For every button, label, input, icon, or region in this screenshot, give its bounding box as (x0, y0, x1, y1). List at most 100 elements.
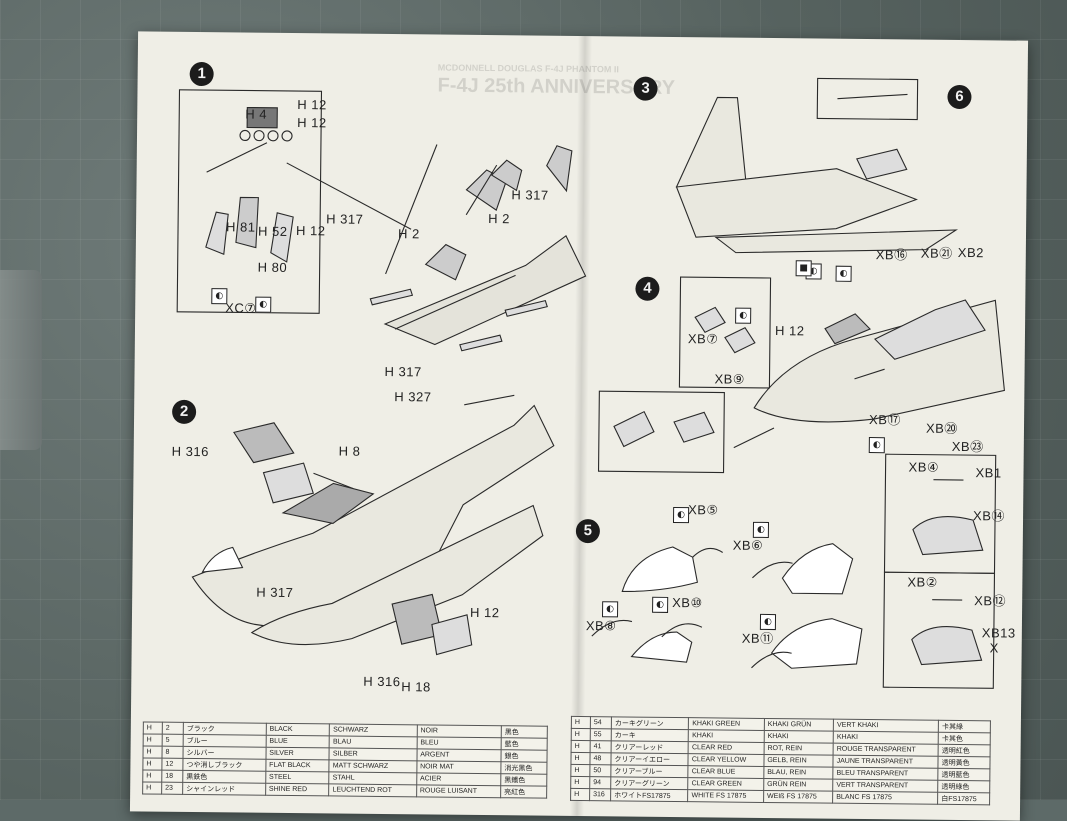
label-h12-step2: H 12 (470, 605, 500, 620)
paint-cell-fr: BLEU (417, 737, 501, 750)
paint-cell-de: BLAU (329, 736, 416, 749)
paint-cell-jp: 黒鉄色 (183, 770, 266, 783)
label-h52: H 52 (258, 224, 288, 239)
label-x: X (990, 640, 999, 655)
paint-symbol-icon: ◐ (760, 614, 776, 630)
paint-cell-num: 54 (590, 717, 611, 729)
paint-cell-cn: 藍色 (501, 738, 547, 750)
paint-symbol-icon: ◐ (753, 522, 769, 538)
label-xb12: XB⑫ (974, 590, 1006, 609)
paint-cell-code: H (571, 788, 590, 800)
label-xb6: XB⑥ (733, 538, 764, 554)
paint-cell-fr: BLANC FS 17875 (833, 791, 938, 804)
step-5-marker: 5 (576, 519, 600, 543)
label-xb16: XB⑯ (876, 244, 908, 263)
label-h317-step2: H 317 (256, 585, 293, 600)
label-h317-c: H 317 (384, 364, 421, 379)
paint-cell-en: CLEAR YELLOW (688, 754, 764, 767)
paint-cell-de: ROT, REIN (764, 742, 833, 755)
paint-cell-jp: カーキ (611, 729, 688, 742)
label-xb10: XB⑩ (672, 595, 703, 611)
label-h2-a: H 2 (398, 226, 420, 241)
label-h12-c: H 12 (296, 223, 326, 238)
paint-cell-cn: 黑鐵色 (501, 774, 547, 786)
paint-cell-de: SCHWARZ (330, 724, 417, 737)
paint-cell-de: WEIß FS 17875 (763, 790, 832, 803)
paint-cell-num: 8 (162, 746, 183, 758)
paint-cell-jp: クリアーブルー (611, 765, 688, 778)
label-h327: H 327 (394, 389, 431, 404)
paint-cell-fr: ROUGE TRANSPARENT (833, 743, 938, 756)
label-xb14: XB⑭ (973, 505, 1005, 524)
label-xc7: XC⑦ (225, 300, 256, 316)
paint-cell-en: SHINE RED (265, 783, 329, 796)
paint-cell-en: BLACK (266, 723, 330, 736)
step-3-marker: 3 (633, 77, 657, 101)
paint-cell-en: KHAKI (689, 730, 765, 743)
paint-cell-cn: 白FS17875 (938, 792, 990, 805)
label-xb2x: XB2 (958, 245, 984, 260)
paint-cell-code: H (143, 782, 162, 794)
label-h12-b: H 12 (297, 115, 327, 130)
paint-cell-fr: NOIR (417, 725, 501, 738)
step-1-marker: 1 (190, 62, 214, 86)
paint-cell-cn: 亮紅色 (501, 786, 547, 798)
paint-cell-num: 50 (590, 765, 611, 777)
label-xb7: XB⑦ (688, 331, 719, 347)
step-4-marker: 4 (635, 277, 659, 301)
paint-cell-code: H (571, 776, 590, 788)
label-h12-a: H 12 (297, 97, 327, 112)
label-h316-a: H 316 (172, 444, 209, 459)
paint-cell-cn: 消光黑色 (501, 762, 547, 774)
label-xb5: XB⑤ (688, 502, 719, 518)
label-xb17: XB⑰ (869, 409, 901, 428)
label-xb9: XB⑨ (714, 371, 745, 387)
paint-cell-code: H (143, 746, 162, 758)
label-xb13: XB13 (982, 625, 1016, 640)
paint-symbol-icon: ◐ (211, 288, 227, 304)
paint-cell-en: SILVER (266, 747, 330, 760)
paint-symbol-icon: ◐ (836, 266, 852, 282)
paint-cell-num: 48 (590, 753, 611, 765)
paint-cell-de: BLAU, REIN (764, 766, 833, 779)
label-h80: H 80 (258, 260, 288, 275)
paint-symbol-icon: ◐ (602, 601, 618, 617)
paint-cell-jp: ブラック (183, 722, 266, 735)
step-6-marker: 6 (947, 85, 971, 109)
paint-cell-fr: JAUNE TRANSPARENT (833, 755, 938, 768)
label-h317-a: H 317 (326, 211, 363, 226)
label-xb20: XB⑳ (926, 418, 958, 437)
label-h8: H 8 (339, 443, 361, 458)
paint-cell-en: CLEAR RED (688, 742, 764, 755)
label-xb4: XB④ (909, 459, 940, 475)
label-h12-step4: H 12 (775, 323, 805, 338)
paint-cell-de: KHAKI (764, 730, 833, 743)
paint-cell-jp: シャインレッド (183, 782, 266, 795)
label-h18: H 18 (401, 679, 431, 694)
paint-cell-jp: クリアーレッド (611, 741, 688, 754)
paint-cell-code: H (571, 764, 590, 776)
paint-cell-code: H (143, 734, 162, 746)
paint-cell-num: 5 (162, 734, 183, 746)
paint-cell-de: STAHL (329, 772, 416, 785)
paint-cell-num: 23 (162, 782, 183, 794)
paint-cell-code: H (571, 716, 590, 728)
paint-symbol-icon: ◐ (255, 297, 271, 313)
ghost-header-bleedthrough: MCDONNELL DOUGLAS F-4J PHANTOM II (438, 63, 619, 75)
paint-cell-code: H (143, 770, 162, 782)
label-h81: H 81 (226, 219, 256, 234)
paint-cell-num: 18 (162, 770, 183, 782)
paint-cell-cn: 黑色 (501, 726, 547, 738)
paint-cell-code: H (143, 758, 162, 770)
label-xb11: XB⑪ (742, 628, 774, 647)
paint-cell-fr: KHAKI (833, 731, 938, 744)
label-h316-b: H 316 (363, 674, 400, 689)
assembly-diagrams (131, 31, 1028, 730)
paint-symbol-icon: ◐ (735, 308, 751, 324)
paint-cell-cn: 銀色 (501, 750, 547, 762)
paint-cell-fr: ARGENT (417, 749, 501, 762)
paint-cell-code: H (571, 740, 590, 752)
label-h317-b: H 317 (511, 187, 548, 202)
step-2-marker: 2 (172, 400, 196, 424)
